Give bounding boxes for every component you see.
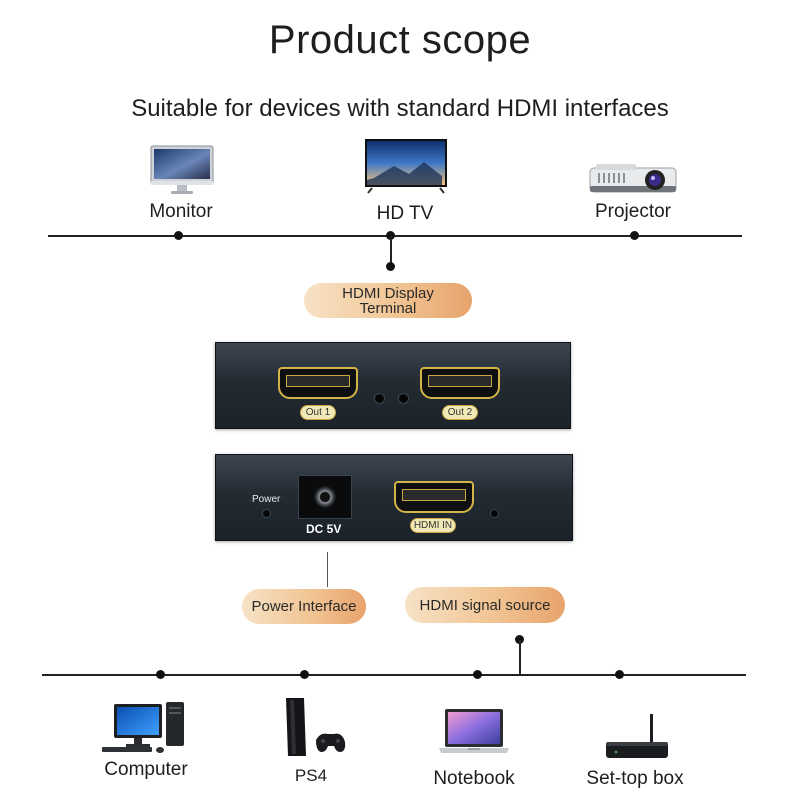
source-bus-node-set-top-box (615, 670, 624, 679)
hdmi-out-1-port (278, 367, 358, 399)
display-terminal-text: HDMI Display Terminal (342, 284, 434, 317)
splitter-rear-panel: Power DC 5V HDMI IN (215, 454, 573, 541)
output-label-hd-tv: HD TV (376, 203, 434, 224)
source-label-ps4: PS4 (294, 766, 328, 785)
hdmi-out-2-pins (428, 375, 492, 387)
display-terminal-label: HDMI Display Terminal (304, 283, 472, 318)
ps4-icon (282, 696, 348, 758)
power-interface-connector (327, 552, 328, 587)
projector-icon (588, 160, 678, 196)
source-bus-node-notebook (473, 670, 482, 679)
hdmi-out-2-tag: Out 2 (442, 405, 478, 420)
source-label-notebook: Notebook (433, 768, 515, 789)
hdmi-in-port (394, 481, 474, 513)
dc-socket (298, 475, 352, 519)
set-top-box-icon (602, 712, 672, 762)
monitor-icon (150, 145, 214, 195)
output-bus-node-tv (386, 231, 395, 240)
hdmi-in-pins (402, 489, 466, 501)
signal-source-text: HDMI signal source (419, 596, 551, 614)
signal-source-node (515, 635, 524, 644)
splitter-front-panel: Out 1 Out 2 (215, 342, 571, 429)
display-terminal-node (386, 262, 395, 271)
tv-icon (364, 138, 448, 194)
output-label-monitor: Monitor (149, 201, 213, 222)
source-bus-node-computer (156, 670, 165, 679)
dc-jack (314, 486, 336, 508)
computer-icon (100, 700, 186, 755)
hdmi-out-1-tag: Out 1 (300, 405, 336, 420)
notebook-icon (437, 707, 511, 757)
output-bus-node-monitor (174, 231, 183, 240)
output-label-projector: Projector (594, 201, 672, 222)
page-title: Product scope (268, 18, 532, 62)
hdmi-out-2-port (420, 367, 500, 399)
source-bus-line (42, 674, 746, 676)
subtitle: Suitable for devices with standard HDMI … (131, 95, 669, 122)
signal-source-label: HDMI signal source (405, 587, 565, 623)
front-led-2 (398, 393, 409, 404)
display-terminal-connector (390, 236, 392, 266)
power-led (262, 509, 271, 518)
hdmi-out-1-pins (286, 375, 350, 387)
power-led-label: Power (252, 494, 281, 505)
power-interface-label: Power Interface (242, 589, 366, 624)
source-label-set-top-box: Set-top box (586, 768, 684, 789)
input-led (490, 509, 499, 518)
dc-5v-label: DC 5V (306, 522, 342, 536)
hdmi-in-tag: HDMI IN (410, 518, 456, 533)
source-bus-node-ps4 (300, 670, 309, 679)
front-led-1 (374, 393, 385, 404)
output-bus-line (48, 235, 742, 237)
output-bus-node-projector (630, 231, 639, 240)
signal-source-connector (519, 640, 521, 675)
power-interface-text: Power Interface (251, 598, 357, 615)
source-label-computer: Computer (104, 759, 188, 780)
